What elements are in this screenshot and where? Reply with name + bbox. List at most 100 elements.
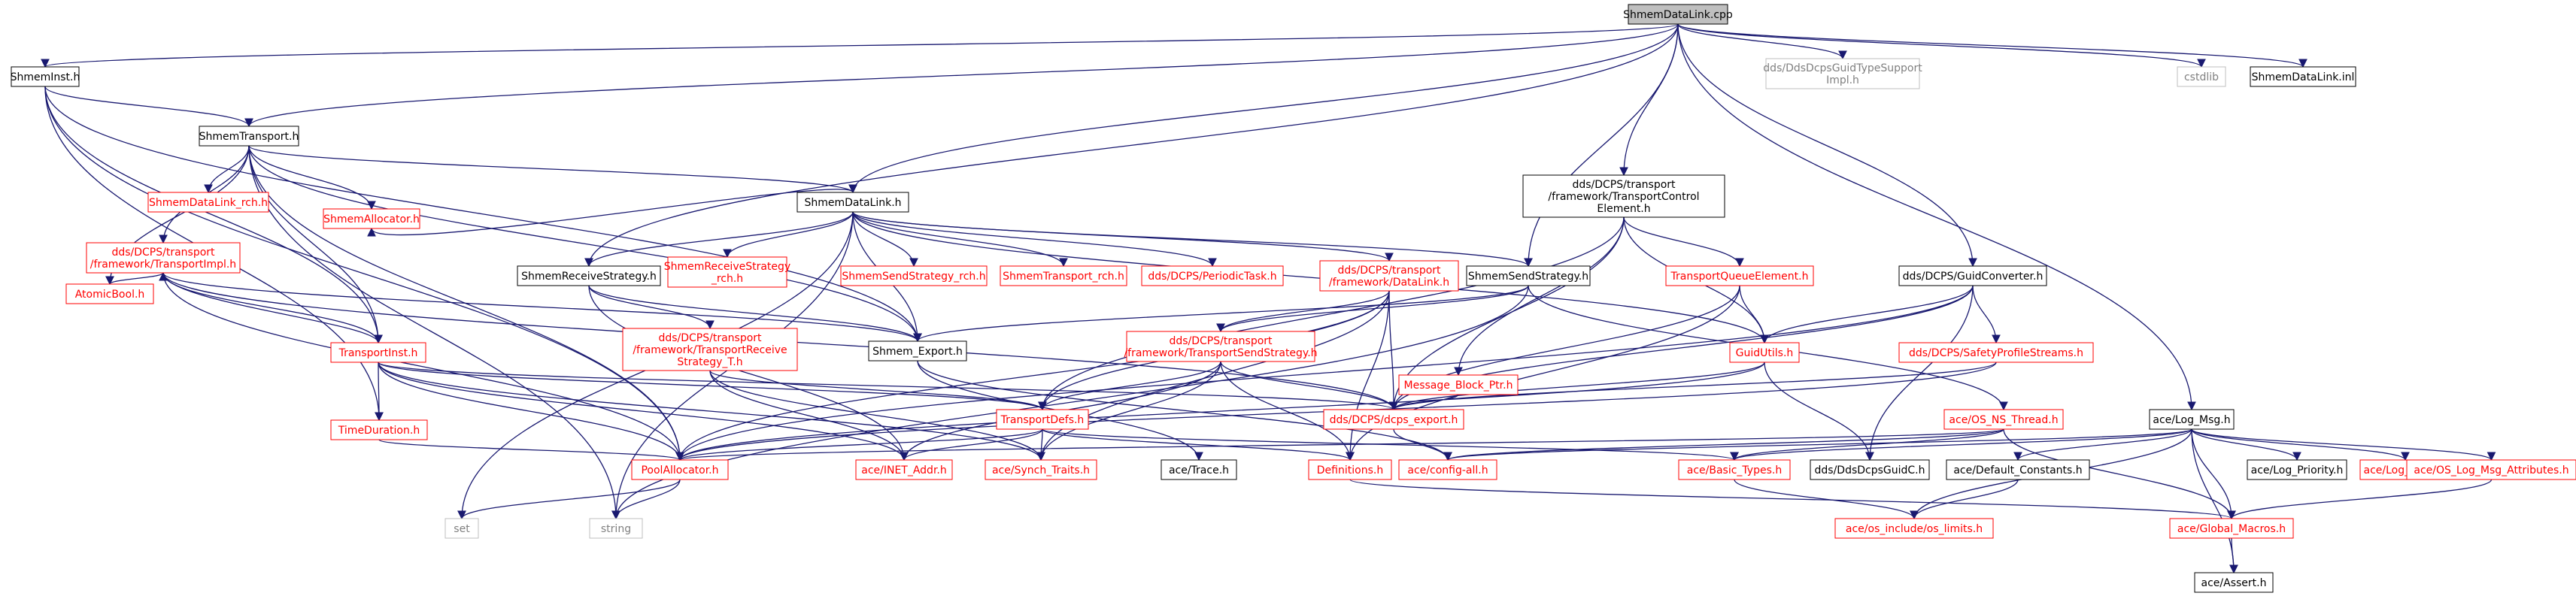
node-transportinst[interactable]: TransportInst.h <box>330 342 426 363</box>
node-configall[interactable]: ace/config-all.h <box>1398 459 1497 480</box>
node-timeduration[interactable]: TimeDuration.h <box>330 419 428 440</box>
node-label: ShmemDataLink.h <box>804 197 901 209</box>
node-acetrace[interactable]: ace/Trace.h <box>1161 459 1237 480</box>
node-recvstrategy[interactable]: ShmemReceiveStrategy.h <box>517 265 661 286</box>
edge-trs_t-to-transportdefs <box>709 370 1047 411</box>
edge-transportinst-to-dcps_export <box>378 362 1398 411</box>
node-synchtraits[interactable]: ace/Synch_Traits.h <box>985 459 1097 480</box>
edge-shmeminst-to-shmem_export <box>44 86 922 343</box>
node-transportdefs[interactable]: TransportDefs.h <box>996 409 1089 430</box>
node-oslogattr[interactable]: ace/OS_Log_Msg_Attributes.h <box>2406 459 2576 480</box>
node-box <box>1729 342 1800 363</box>
node-label: dds/DdsDcpsGuidC.h <box>1815 464 1925 476</box>
node-label: Message_Block_Ptr.h <box>1404 380 1513 392</box>
node-transport_rch[interactable]: ShmemTransport_rch.h <box>1000 265 1127 286</box>
edge-shmemtransport-to-shmemdatalink <box>248 145 857 194</box>
node-globalmacros[interactable]: ace/Global_Macros.h <box>2169 518 2294 539</box>
node-box <box>330 419 428 440</box>
node-logmsg[interactable]: ace/Log_Msg.h <box>2149 409 2235 430</box>
node-label: ShmemSendStrategy.h <box>1468 271 1588 283</box>
node-guidconverter[interactable]: dds/DCPS/GuidConverter.h <box>1898 265 2047 286</box>
node-tss[interactable]: dds/DCPS/transport/framework/TransportSe… <box>1124 331 1318 362</box>
node-box <box>1898 265 2047 286</box>
node-osnsthread[interactable]: ace/OS_NS_Thread.h <box>1943 409 2064 430</box>
node-label: ace/Default_Constants.h <box>1953 464 2082 476</box>
node-periodictask[interactable]: dds/DCPS/PeriodicTask.h <box>1141 265 1284 286</box>
node-label: dds/DCPS/dcps_export.h <box>1330 414 1458 426</box>
node-label: dds/DCPS/transport <box>658 332 762 344</box>
node-label: ShmemDataLink.cpp <box>1623 9 1733 21</box>
node-box <box>1678 459 1791 480</box>
node-oslimits[interactable]: ace/os_include/os_limits.h <box>1834 518 1994 539</box>
node-fw_datalink[interactable]: dds/DCPS/transport/framework/DataLink.h <box>1319 260 1459 292</box>
edge-tss-to-synchtraits <box>1036 361 1221 461</box>
node-label: Impl.h <box>1826 74 1859 86</box>
edge-transportinst-to-synchtraits <box>378 362 1045 461</box>
node-definitions[interactable]: Definitions.h <box>1308 459 1392 480</box>
edge-root-to-datalink_inl <box>1677 23 2307 68</box>
node-label: Definitions.h <box>1317 464 1383 476</box>
node-shmemallocator[interactable]: ShmemAllocator.h <box>323 208 420 229</box>
edge-shmemdatalink-to-guidutils <box>852 211 1769 344</box>
node-tce[interactable]: dds/DCPS/transport/framework/TransportCo… <box>1522 174 1725 218</box>
node-box <box>2149 409 2235 430</box>
edge-safetyprofile-to-dcps_export <box>1389 362 1997 411</box>
edge-logmsg-to-basictypes <box>1730 428 2192 461</box>
edge-transportdefs-to-definitions <box>1042 428 1355 461</box>
edge-recvstrategy-to-trs_t <box>588 285 715 330</box>
node-sendstrategy[interactable]: ShmemSendStrategy.h <box>1466 265 1591 286</box>
node-label: _rch.h <box>711 273 743 285</box>
node-aceassert[interactable]: ace/Assert.h <box>2194 572 2274 593</box>
node-tqe[interactable]: TransportQueueElement.h <box>1665 265 1814 286</box>
edge-shmemdatalink-to-sendstrategy_rch <box>852 211 918 268</box>
node-box <box>147 192 269 213</box>
node-box <box>1398 459 1497 480</box>
node-shmeminst[interactable]: ShmemInst.h <box>11 66 80 87</box>
node-guidc[interactable]: dds/DdsDcpsGuidC.h <box>1810 459 1930 480</box>
node-label: /framework/TransportSendStrategy.h <box>1124 347 1317 359</box>
node-mbptr[interactable]: Message_Block_Ptr.h <box>1398 374 1519 395</box>
node-box <box>11 66 80 87</box>
node-shmemdatalink[interactable]: ShmemDataLink.h <box>796 192 909 213</box>
edge-root-to-guidconverter <box>1677 23 1977 268</box>
node-label: ace/Log_Priority.h <box>2251 464 2344 476</box>
edge-shmemtransport-to-transportinst <box>248 145 383 344</box>
node-datalink_inl[interactable]: ShmemDataLink.inl <box>2250 66 2356 87</box>
node-label: Element.h <box>1597 203 1650 215</box>
node-shmem_export[interactable]: Shmem_Export.h <box>868 340 967 362</box>
edge-trs_t-to-inetaddr <box>709 370 909 461</box>
node-trs_t[interactable]: dds/DCPS/transport/framework/TransportRe… <box>622 328 798 371</box>
node-guidutils[interactable]: GuidUtils.h <box>1729 342 1800 363</box>
node-label: TimeDuration.h <box>338 425 420 437</box>
node-timpl[interactable]: dds/DCPS/transport/framework/TransportIm… <box>86 242 241 274</box>
node-label: ace/Log_Msg.h <box>2153 414 2230 426</box>
node-box <box>2406 459 2576 480</box>
node-shmemtransport[interactable]: ShmemTransport.h <box>199 126 299 147</box>
node-atomicbool[interactable]: AtomicBool.h <box>65 283 154 304</box>
node-box <box>589 518 643 539</box>
node-recvstrategy_rch[interactable]: ShmemReceiveStrategy_rch.h <box>664 256 790 288</box>
edge-tqe-to-definitions <box>1346 285 1740 461</box>
node-logprio[interactable]: ace/Log_Priority.h <box>2247 459 2347 480</box>
node-safetyprofile[interactable]: dds/DCPS/SafetyProfileStreams.h <box>1898 342 2094 363</box>
node-box <box>1946 459 2090 480</box>
node-label: dds/DCPS/transport <box>1337 265 1441 277</box>
node-inetaddr[interactable]: ace/INET_Addr.h <box>855 459 953 480</box>
node-label: TransportQueueElement.h <box>1670 271 1809 283</box>
edge-shmemdatalink-to-shmemallocator <box>367 189 854 237</box>
node-box <box>631 459 729 480</box>
edge-transportdefs-to-poolallocator <box>675 428 1043 461</box>
node-basictypes[interactable]: ace/Basic_Types.h <box>1678 459 1791 480</box>
edge-transportdefs-to-synchtraits <box>1036 428 1045 461</box>
node-box <box>1665 265 1814 286</box>
edge-shmemdatalink-to-transport_rch <box>852 211 1068 268</box>
edge-fw_datalink-to-synchtraits <box>1036 290 1390 461</box>
node-label: ace/OS_NS_Thread.h <box>1949 414 2058 426</box>
node-poolallocator[interactable]: PoolAllocator.h <box>631 459 729 480</box>
node-defconst[interactable]: ace/Default_Constants.h <box>1946 459 2090 480</box>
node-sendstrategy_rch[interactable]: ShmemSendStrategy_rch.h <box>840 265 988 286</box>
node-dcps_export[interactable]: dds/DCPS/dcps_export.h <box>1323 409 1464 430</box>
edge-tqe-to-guidutils <box>1739 285 1769 344</box>
node-dl_rch[interactable]: ShmemDataLink_rch.h <box>147 192 269 213</box>
